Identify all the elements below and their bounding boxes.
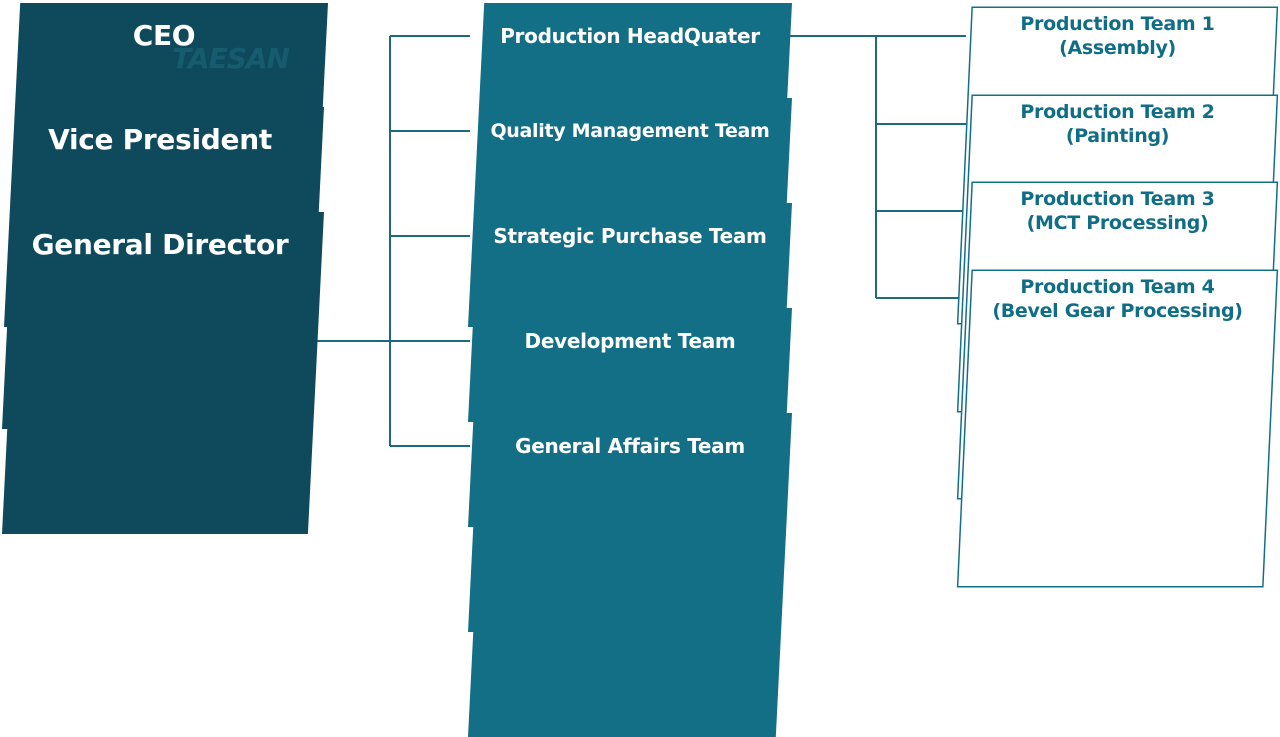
node-development-team: Development Team (468, 308, 792, 632)
node-production-team-2-label: Production Team 2 (Painting) (1020, 100, 1215, 148)
node-strategic-purchase-team-label: Strategic Purchase Team (493, 223, 767, 248)
node-strategic-purchase-team: Strategic Purchase Team (468, 203, 792, 527)
node-development-team-label: Development Team (524, 328, 736, 353)
node-production-headquarter: Production HeadQuater (468, 3, 792, 327)
node-quality-management-team-label: Quality Management Team (490, 119, 770, 142)
production-team-3-detail: (MCT Processing) (1026, 212, 1209, 234)
node-production-team-2: Production Team 2 (Painting) (956, 92, 1279, 156)
production-team-2-name: Production Team 2 (1020, 101, 1215, 123)
node-production-team-3-label: Production Team 3 (MCT Processing) (1020, 187, 1215, 235)
node-general-director-label: General Director (31, 227, 289, 261)
node-production-team-1: Production Team 1 (Assembly) (956, 4, 1279, 68)
node-production-team-4: Production Team 4 (Bevel Gear Processing… (956, 267, 1279, 331)
node-general-director: General Director (2, 212, 324, 534)
node-vice-president: Vice President (2, 107, 324, 429)
node-general-affairs-team-label: General Affairs Team (515, 433, 745, 458)
node-general-affairs-team-shape (468, 413, 792, 737)
production-team-3-name: Production Team 3 (1020, 188, 1215, 210)
node-production-team-4-label: Production Team 4 (Bevel Gear Processing… (992, 275, 1243, 323)
node-vice-president-label: Vice President (48, 123, 272, 156)
production-team-4-detail: (Bevel Gear Processing) (992, 300, 1243, 322)
production-team-4-name: Production Team 4 (1020, 276, 1215, 298)
node-quality-management-team: Quality Management Team (468, 98, 792, 422)
node-production-headquarter-label: Production HeadQuater (500, 23, 760, 48)
production-team-2-detail: (Painting) (1065, 125, 1170, 147)
node-ceo-label: CEO (132, 18, 196, 52)
production-team-1-detail: (Assembly) (1059, 37, 1176, 59)
node-general-director-shape (2, 212, 324, 534)
node-production-team-1-label: Production Team 1 (Assembly) (1020, 12, 1215, 60)
node-production-team-3: Production Team 3 (MCT Processing) (956, 179, 1279, 243)
production-team-1-name: Production Team 1 (1020, 13, 1215, 35)
node-general-affairs-team: General Affairs Team (468, 413, 792, 737)
watermark-logo: TAESAN (172, 42, 290, 75)
